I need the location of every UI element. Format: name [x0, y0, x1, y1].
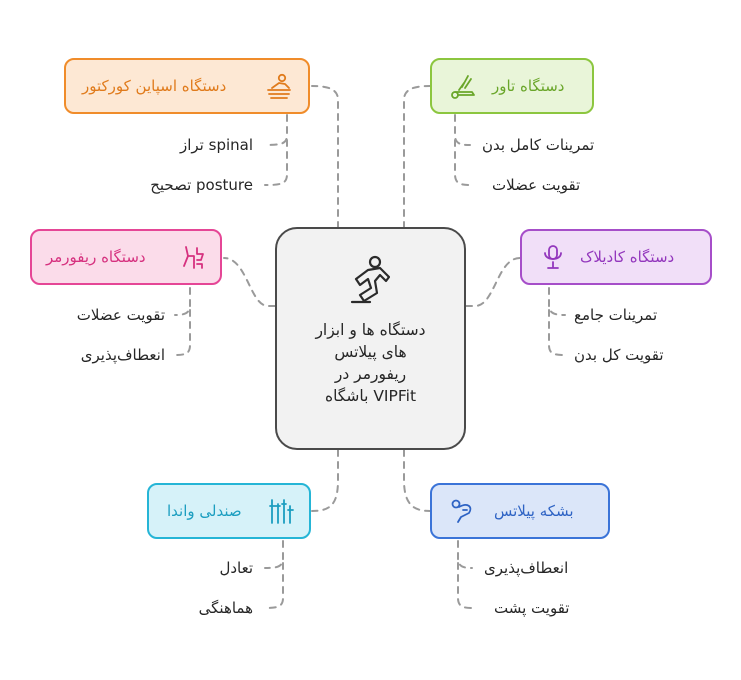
- leaf-full-body-exercises: تمرینات کامل بدن: [482, 136, 595, 154]
- leaf-muscle-strengthening: تقویت عضلات: [492, 176, 581, 194]
- node-spine-corrector: دستگاه اسپاین کورکتور: [64, 58, 310, 114]
- node-wunda-chair: صندلی واندا: [147, 483, 311, 539]
- node-pilates-barrel: بشکه پیلاتس: [430, 483, 610, 539]
- center-topic: دستگاه ها و ابزار های پیلاتس ریفورمر در …: [275, 227, 466, 450]
- bars-icon: [269, 499, 294, 524]
- connector-wunda-chair: [311, 449, 339, 512]
- leaf-posture-correction: posture تصحیح: [150, 176, 253, 194]
- node-label: دستگاه کادیلاک: [580, 248, 675, 266]
- leaf-coordination: هماهنگی: [198, 599, 253, 617]
- connector-cadillac: [465, 257, 521, 307]
- node-cadillac: دستگاه کادیلاک: [520, 229, 712, 285]
- connector-tower: [403, 85, 431, 229]
- node-tower: دستگاه تاور: [430, 58, 594, 114]
- rowing-machine-icon: [451, 75, 475, 99]
- leaf-flexibility: انعطاف‌پذیری: [80, 346, 165, 364]
- connector-reformer: [223, 257, 276, 307]
- leaf-muscle-strengthening: تقویت عضلات: [76, 306, 165, 324]
- flexible-arm-icon: [451, 499, 472, 523]
- node-label: بشکه پیلاتس: [494, 502, 574, 520]
- node-label: دستگاه ریفورمر: [46, 248, 146, 266]
- connector-pilates-barrel: [403, 449, 431, 512]
- leaf-balance: تعادل: [219, 559, 253, 577]
- reformer-icon: [183, 246, 204, 269]
- microphone-stand-icon: [544, 245, 562, 269]
- connector-spine-corrector: [311, 85, 339, 229]
- leaf-comprehensive-exercises: تمرینات جامع: [574, 306, 658, 324]
- leaf-whole-body-strengthening: تقویت کل بدن: [574, 346, 664, 364]
- leaf-back-strengthening: تقویت پشت: [494, 599, 570, 617]
- node-label: دستگاه اسپاین کورکتور: [82, 77, 227, 95]
- node-label: دستگاه تاور: [492, 77, 565, 95]
- massage-table-icon: [267, 73, 291, 99]
- node-label: صندلی واندا: [167, 502, 242, 520]
- leaf-flexibility: انعطاف‌پذیری: [484, 559, 569, 577]
- center-title: دستگاه ها و ابزار های پیلاتس ریفورمر در …: [315, 321, 426, 405]
- leaf-spinal-alignment: spinal تراز: [179, 136, 253, 154]
- stretching-figure-icon: [350, 255, 390, 304]
- node-reformer: دستگاه ریفورمر: [30, 229, 222, 285]
